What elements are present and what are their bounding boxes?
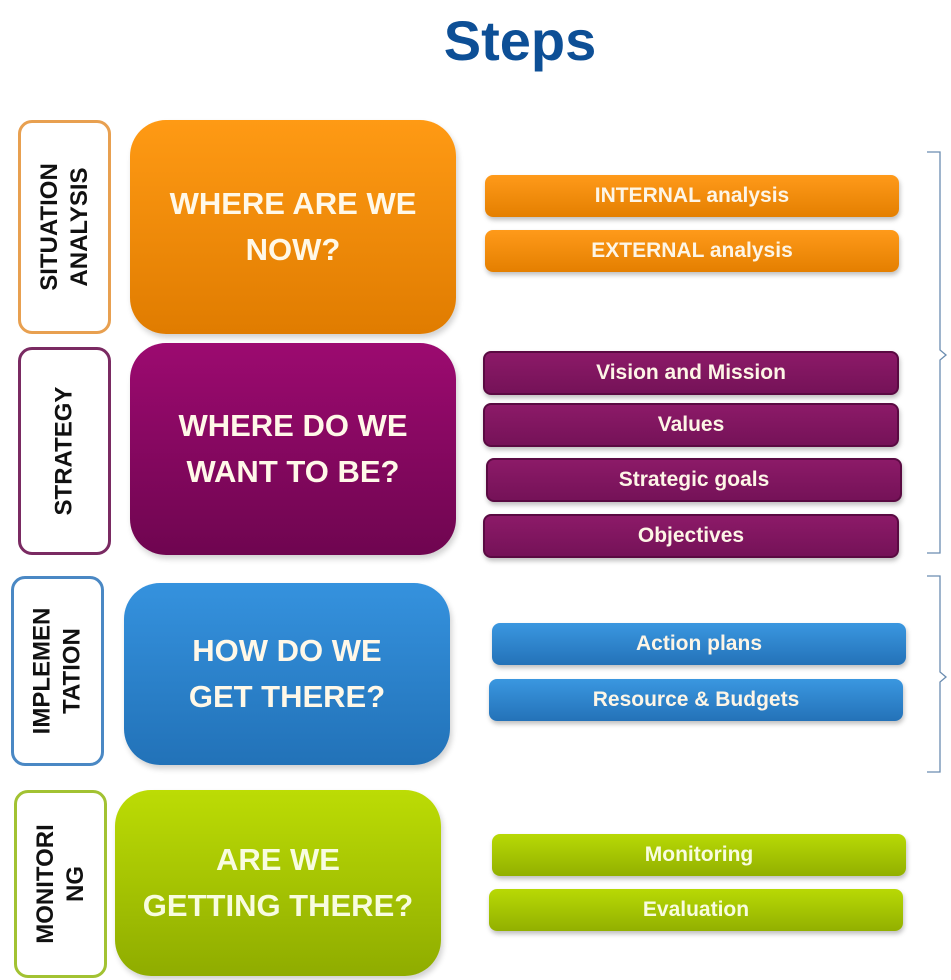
item-external-analysis: EXTERNAL analysis [485, 230, 899, 272]
question-how-do-we-get-there: HOW DO WE GET THERE? [124, 583, 450, 765]
item-vision-and-mission: Vision and Mission [483, 351, 899, 395]
item-values: Values [483, 403, 899, 447]
phase-label-implementation: IMPLEMEN TATION [11, 576, 104, 766]
phase-label-strategy: STRATEGY [18, 347, 111, 555]
item-action-plans: Action plans [492, 623, 906, 665]
diagram-title: Steps [443, 9, 597, 72]
item-resource-and-budgets: Resource & Budgets [489, 679, 903, 721]
item-monitoring: Monitoring [492, 834, 906, 876]
bracket-analysis-strategy [927, 151, 948, 554]
phase-label-text: MONITORI NG [31, 824, 89, 944]
question-where-are-we-now: WHERE ARE WE NOW? [130, 120, 456, 334]
bracket-implementation [927, 575, 948, 773]
phase-label-text: STRATEGY [50, 386, 78, 516]
item-strategic-goals: Strategic goals [486, 458, 902, 502]
item-internal-analysis: INTERNAL analysis [485, 175, 899, 217]
question-where-do-we-want-to-be: WHERE DO WE WANT TO BE? [130, 343, 456, 555]
phase-label-monitoring: MONITORI NG [14, 790, 107, 978]
phase-label-text: IMPLEMEN TATION [28, 607, 86, 735]
phase-label-situation-analysis: SITUATION ANALYSIS [18, 120, 111, 334]
item-evaluation: Evaluation [489, 889, 903, 931]
question-are-we-getting-there: ARE WE GETTING THERE? [115, 790, 441, 976]
phase-label-text: SITUATION ANALYSIS [35, 163, 93, 291]
item-objectives: Objectives [483, 514, 899, 558]
